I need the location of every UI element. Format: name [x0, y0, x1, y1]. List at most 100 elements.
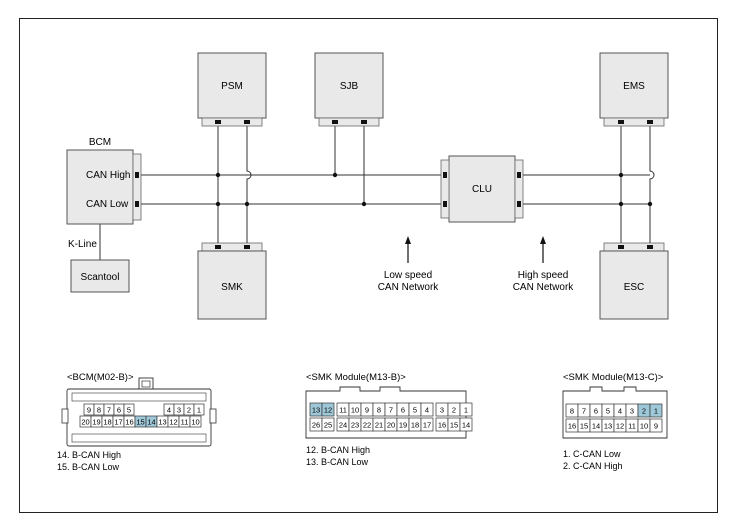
connector-note: 12. B-CAN High: [306, 445, 370, 455]
module-clu: CLU: [440, 155, 524, 223]
pin: [618, 245, 624, 249]
pin-number: 9: [654, 422, 658, 431]
pin-number: 4: [425, 406, 429, 415]
ems-esc-wire-right: [649, 122, 655, 247]
junction-dot: [244, 201, 250, 207]
pin-number: 6: [594, 407, 598, 416]
connector-title: <SMK Module(M13-B)>: [306, 372, 406, 383]
pin-cell: [123, 403, 135, 416]
pin-number: 2: [642, 407, 646, 416]
pin-number: 12: [324, 406, 332, 415]
psm-label: PSM: [221, 81, 243, 92]
clu-right-tab: [514, 159, 524, 219]
esc-label: ESC: [624, 282, 645, 293]
diagram-frame: [19, 18, 718, 513]
pin-number: 26: [312, 421, 320, 430]
module-scantool: Scantool: [70, 259, 130, 293]
pin-cell: [649, 403, 663, 418]
pin-number: 19: [399, 421, 407, 430]
pin-number: 2: [452, 406, 456, 415]
pin: [215, 120, 221, 124]
pin-number: 15: [580, 422, 588, 431]
pin-cell: [459, 402, 473, 417]
pin-number: 14: [462, 421, 470, 430]
k-line-label: K-Line: [68, 239, 97, 250]
pin: [361, 120, 367, 124]
bcm-can-high-label: CAN High: [86, 170, 130, 181]
smk-connector-tab: [201, 242, 263, 252]
bcm-box: [66, 149, 134, 225]
junction-dot: [647, 201, 653, 207]
can-wiring: [99, 122, 655, 260]
pin-cell: [459, 417, 473, 432]
psm-connector-tab: [201, 117, 263, 127]
bcm-can-low-label: CAN Low: [86, 199, 129, 210]
clu-left-tab: [440, 159, 450, 219]
bcm-connector-tab: [132, 153, 142, 221]
pin: [443, 201, 447, 207]
module-psm: PSM: [197, 52, 267, 127]
connector-title: <BCM(M02-B)>: [67, 372, 134, 383]
arrow-head-icon: [405, 236, 411, 244]
pin-number: 5: [127, 406, 131, 415]
pin: [647, 120, 653, 124]
pin-number: 4: [618, 407, 622, 416]
pin: [244, 245, 250, 249]
module-sjb: SJB: [314, 52, 384, 127]
pin-number: 1: [654, 407, 658, 416]
pin-number: 8: [97, 406, 101, 415]
connector-note: 13. B-CAN Low: [306, 457, 369, 467]
pin-number: 9: [87, 406, 91, 415]
junction-dot: [332, 172, 338, 178]
high-speed-annotation: High speed CAN Network: [513, 236, 574, 293]
scantool-label: Scantool: [81, 272, 120, 283]
connector-note: 14. B-CAN High: [57, 450, 121, 460]
pin: [215, 245, 221, 249]
pin-number: 21: [375, 421, 383, 430]
pin: [517, 172, 521, 178]
pin-number: 18: [411, 421, 419, 430]
connector-ear: [209, 408, 217, 424]
ems-connector-tab: [603, 117, 665, 127]
connector-rail: [71, 433, 207, 443]
ems-box: [599, 52, 669, 119]
pin-number: 16: [568, 422, 576, 431]
sjb-label: SJB: [340, 81, 359, 92]
module-bcm: BCM CAN High CAN Low: [66, 137, 142, 225]
pin-number: 5: [606, 407, 610, 416]
pin-number: 1: [197, 406, 201, 415]
pin: [517, 201, 521, 207]
low-speed-label-line2: CAN Network: [378, 282, 440, 293]
clu-label: CLU: [472, 184, 492, 195]
pin-number: 2: [187, 406, 191, 415]
smk-label: SMK: [221, 282, 243, 293]
pin-number: 9: [365, 406, 369, 415]
pin-number: 6: [117, 406, 121, 415]
pin-number: 16: [438, 421, 446, 430]
low-speed-label-line1: Low speed: [384, 270, 432, 281]
pin-number: 14: [147, 418, 155, 427]
module-ems: EMS: [599, 52, 669, 127]
pin-number: 3: [177, 406, 181, 415]
pin-number: 25: [324, 421, 332, 430]
pin-number: 4: [167, 406, 171, 415]
junction-dot: [618, 172, 624, 178]
connector-note: 1. C-CAN Low: [563, 449, 621, 459]
pin-number: 20: [81, 418, 89, 427]
pin-number: 10: [191, 418, 199, 427]
junction-dot: [618, 201, 624, 207]
module-smk: SMK: [197, 242, 267, 320]
pin-cell: [420, 417, 434, 432]
ems-label: EMS: [623, 81, 645, 92]
pin: [135, 201, 139, 207]
pin-number: 13: [158, 418, 166, 427]
connector-title: <SMK Module(M13-C)>: [563, 372, 664, 383]
pin-cell: [649, 418, 663, 433]
arrow-head-icon: [540, 236, 546, 244]
